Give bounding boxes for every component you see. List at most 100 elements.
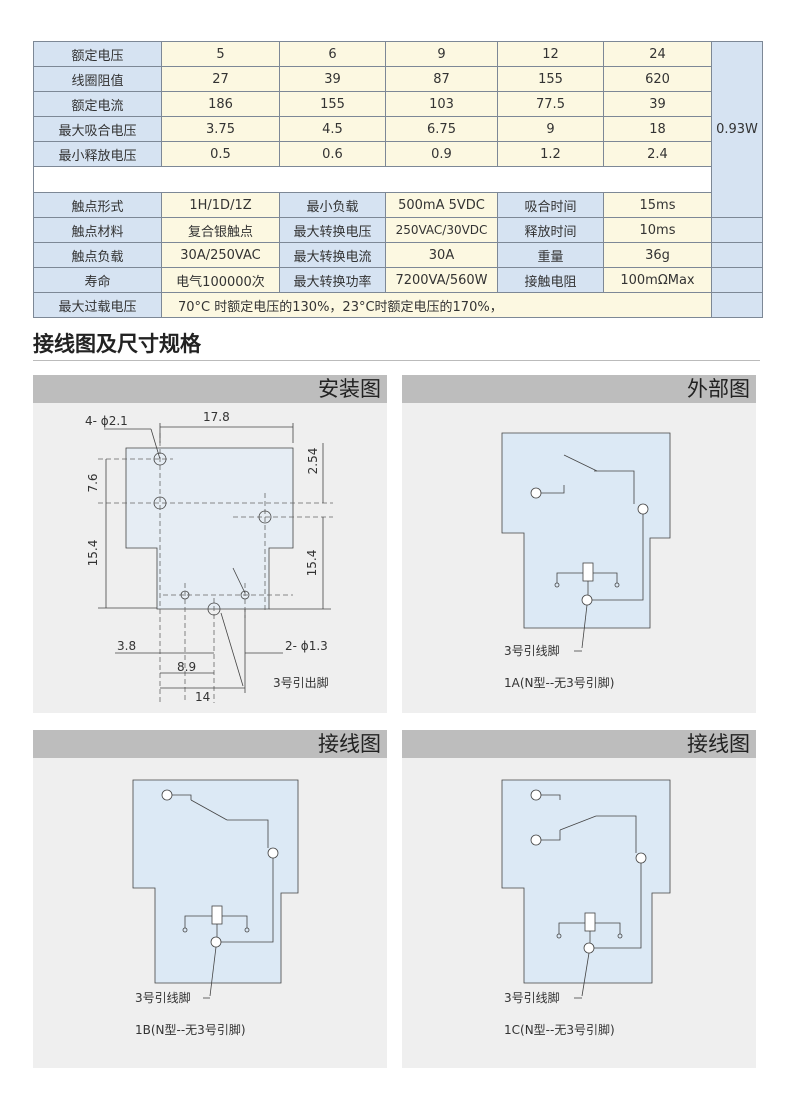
pin3-label: 3号引线脚	[135, 990, 191, 1005]
cell: 155	[497, 66, 604, 92]
cell: 186	[161, 91, 280, 117]
divider	[33, 360, 760, 361]
cell: 155	[279, 91, 386, 117]
cell: 6.75	[385, 116, 498, 142]
cell: 30A/250VAC	[161, 242, 280, 268]
wiring-b-diagram: 3号引线脚 1B(N型--无3号引脚)	[132, 779, 299, 1037]
cell: 103	[385, 91, 498, 117]
cell-label: 最大转换电压	[279, 217, 386, 243]
panel-title: 接线图	[402, 730, 756, 758]
dim-15-4-left: 15.4	[86, 540, 100, 567]
cell: 15ms	[603, 192, 712, 218]
cell: 6	[279, 41, 386, 67]
dim-hole-2: 2- ϕ1.3	[285, 639, 328, 653]
table-row: 最大吸合电压 3.75 4.5 6.75 9 18	[33, 116, 763, 142]
pin3-label: 3号引线脚	[504, 643, 560, 658]
cell: 4.5	[279, 116, 386, 142]
cell-label: 触点负载	[33, 242, 162, 268]
pin3-label: 3号引出脚	[273, 675, 329, 690]
table-row: 触点负载 30A/250VAC 最大转换电流 30A 重量 36g	[33, 242, 763, 268]
cell: 500mA 5VDC	[385, 192, 498, 218]
cell: 9	[497, 116, 604, 142]
cell-label: 最大转换电流	[279, 242, 386, 268]
cell-label: 寿命	[33, 267, 162, 293]
dim-hole-4: 4- ϕ2.1	[85, 414, 128, 428]
table-row: 额定电流 186 155 103 77.5 39	[33, 91, 763, 117]
table-row: 触点材料 复合银触点 最大转换电压 250VAC/30VDC 释放时间 10ms	[33, 217, 763, 243]
cell: 1H/1D/1Z	[161, 192, 280, 218]
cell: 18	[603, 116, 712, 142]
install-diagram: 4- ϕ2.1 17.8 7.6 2.54 15.4 15.4 2- ϕ1.3 …	[85, 410, 333, 704]
cell: 复合银触点	[161, 217, 280, 243]
cell-label: 触点形式	[33, 192, 162, 218]
variant-caption: 1A(N型--无3号引脚)	[504, 675, 614, 690]
spacer-cell	[33, 166, 712, 193]
pin3-label: 3号引线脚	[504, 990, 560, 1005]
spacer-cell	[711, 292, 763, 318]
variant-caption: 1C(N型--无3号引脚)	[504, 1022, 615, 1037]
coil-power: 0.93W	[711, 41, 763, 218]
dim-7-6: 7.6	[86, 473, 100, 492]
dim-8-9: 8.9	[177, 660, 196, 674]
cell: 10ms	[603, 217, 712, 243]
cell: 12	[497, 41, 604, 67]
cell-label: 最大转换功率	[279, 267, 386, 293]
dim-14: 14	[195, 690, 210, 704]
cell: 36g	[603, 242, 712, 268]
cell: 9	[385, 41, 498, 67]
cell: 100mΩMax	[603, 267, 712, 293]
cell: 27	[161, 66, 280, 92]
cell: 39	[603, 91, 712, 117]
cell: 77.5	[497, 91, 604, 117]
variant-caption: 1B(N型--无3号引脚)	[135, 1022, 246, 1037]
spacer-cell	[711, 267, 763, 293]
wiring-c-diagram: 3号引线脚 1C(N型--无3号引脚)	[501, 779, 671, 1037]
table-row-spacer	[33, 166, 763, 193]
cell-label: 吸合时间	[497, 192, 604, 218]
panel-title: 外部图	[402, 375, 756, 403]
row-label-coil-resistance: 线圈阻值	[33, 66, 162, 92]
dim-2-54: 2.54	[306, 448, 320, 475]
table-row: 寿命 电气100000次 最大转换功率 7200VA/560W 接触电阻 100…	[33, 267, 763, 293]
cell: 7200VA/560W	[385, 267, 498, 293]
dim-17-8: 17.8	[203, 410, 230, 424]
row-label-max-pickup: 最大吸合电压	[33, 116, 162, 142]
row-label-rated-voltage: 额定电压	[33, 41, 162, 67]
cell: 0.6	[279, 141, 386, 167]
cell: 250VAC/30VDC	[385, 217, 498, 243]
row-label-min-release: 最小释放电压	[33, 141, 162, 167]
overload-label: 最大过载电压	[33, 292, 162, 318]
cell: 620	[603, 66, 712, 92]
cell: 电气100000次	[161, 267, 280, 293]
section-title: 接线图及尺寸规格	[33, 332, 201, 356]
cell-label: 释放时间	[497, 217, 604, 243]
cell: 39	[279, 66, 386, 92]
row-label-rated-current: 额定电流	[33, 91, 162, 117]
wiring-b-panel: 接线图 3号引线脚 1B(N型--无3号引脚)	[33, 730, 387, 1068]
cell-label: 接触电阻	[497, 267, 604, 293]
spec-table: 额定电压 5 6 9 12 24 0.93W 线圈阻值 27 39 87 155…	[33, 41, 763, 318]
external-diagram-panel: 外部图 3号引线脚 1A(N型--无3号引脚)	[402, 375, 756, 713]
table-row: 触点形式 1H/1D/1Z 最小负载 500mA 5VDC 吸合时间 15ms	[33, 192, 763, 218]
panel-title: 安装图	[33, 375, 387, 403]
cell-label: 触点材料	[33, 217, 162, 243]
cell-label: 最小负载	[279, 192, 386, 218]
spacer-cell	[711, 217, 763, 243]
dim-15-4-right: 15.4	[305, 550, 319, 577]
table-row: 额定电压 5 6 9 12 24 0.93W	[33, 41, 763, 218]
table-row: 最大过载电压 70°C 时额定电压的130%，23°C时额定电压的170%，	[33, 292, 763, 318]
overload-value: 70°C 时额定电压的130%，23°C时额定电压的170%，	[161, 292, 712, 318]
cell: 87	[385, 66, 498, 92]
external-diagram: 3号引线脚 1A(N型--无3号引脚)	[501, 432, 671, 690]
install-diagram-panel: 安装图	[33, 375, 387, 713]
cell: 0.5	[161, 141, 280, 167]
panel-title: 接线图	[33, 730, 387, 758]
cell: 30A	[385, 242, 498, 268]
cell: 5	[161, 41, 280, 67]
cell-label: 重量	[497, 242, 604, 268]
cell: 1.2	[497, 141, 604, 167]
table-row: 线圈阻值 27 39 87 155 620	[33, 66, 763, 92]
cell: 0.9	[385, 141, 498, 167]
table-row: 最小释放电压 0.5 0.6 0.9 1.2 2.4	[33, 141, 763, 167]
cell: 24	[603, 41, 712, 67]
